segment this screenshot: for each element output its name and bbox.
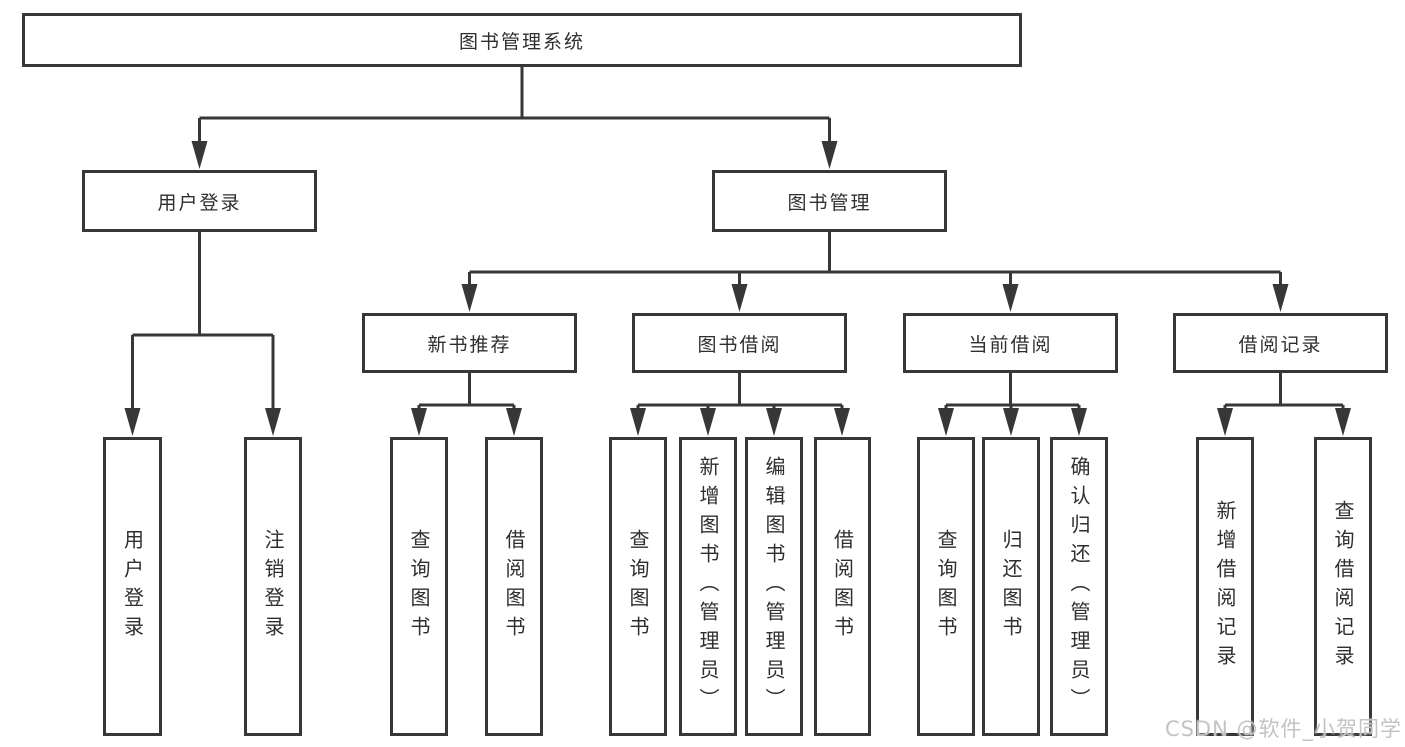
node-label: 新书推荐 <box>427 333 512 356</box>
node-label: 图书管理 <box>787 191 872 214</box>
node-book-management: 图书管理 <box>712 170 947 232</box>
node-br-add-record: 新增借阅记录 <box>1196 437 1254 736</box>
node-label: 查询图书 <box>407 528 431 645</box>
node-bb-edit-book: 编辑图书（管理员） <box>745 437 803 736</box>
node-label: 借阅记录 <box>1238 333 1323 356</box>
watermark: CSDN @软件_小贺同学 <box>1164 717 1402 741</box>
node-label: 当前借阅 <box>968 333 1053 356</box>
node-nb-borrow-book: 借阅图书 <box>485 437 543 736</box>
node-bb-add-book: 新增图书（管理员） <box>679 437 737 736</box>
node-cb-confirm-return: 确认归还（管理员） <box>1050 437 1108 736</box>
node-bb-borrow-book: 借阅图书 <box>814 437 871 736</box>
node-book-borrow: 图书借阅 <box>632 313 847 373</box>
node-label: 借阅图书 <box>502 528 526 645</box>
node-label: 图书管理系统 <box>458 30 585 53</box>
node-label: 查询借阅记录 <box>1331 499 1355 674</box>
node-cb-query-book: 查询图书 <box>917 437 975 736</box>
node-label: 归还图书 <box>999 528 1023 645</box>
node-label: 确认归还（管理员） <box>1067 456 1091 717</box>
node-label: 用户登录 <box>120 528 145 645</box>
node-label: 注销登录 <box>261 528 285 645</box>
node-bb-query-book: 查询图书 <box>609 437 667 736</box>
node-label: 新增图书（管理员） <box>696 456 720 717</box>
node-label: 编辑图书（管理员） <box>762 456 786 717</box>
node-current-borrow: 当前借阅 <box>903 313 1118 373</box>
node-new-book-recommend: 新书推荐 <box>362 313 577 373</box>
node-leaf-logout: 注销登录 <box>244 437 302 736</box>
node-br-query-record: 查询借阅记录 <box>1314 437 1372 736</box>
node-label: 查询图书 <box>934 528 958 645</box>
node-label: 查询图书 <box>626 528 650 645</box>
node-borrow-records: 借阅记录 <box>1173 313 1388 373</box>
node-label: 用户登录 <box>157 191 242 214</box>
node-user-login: 用户登录 <box>82 170 317 232</box>
node-label: 图书借阅 <box>697 333 782 356</box>
node-label: 借阅图书 <box>830 528 855 645</box>
node-label: 新增借阅记录 <box>1213 499 1237 674</box>
node-root: 图书管理系统 <box>22 13 1022 67</box>
node-cb-return-book: 归还图书 <box>982 437 1040 736</box>
node-nb-query-book: 查询图书 <box>390 437 448 736</box>
node-leaf-user-login: 用户登录 <box>103 437 162 736</box>
